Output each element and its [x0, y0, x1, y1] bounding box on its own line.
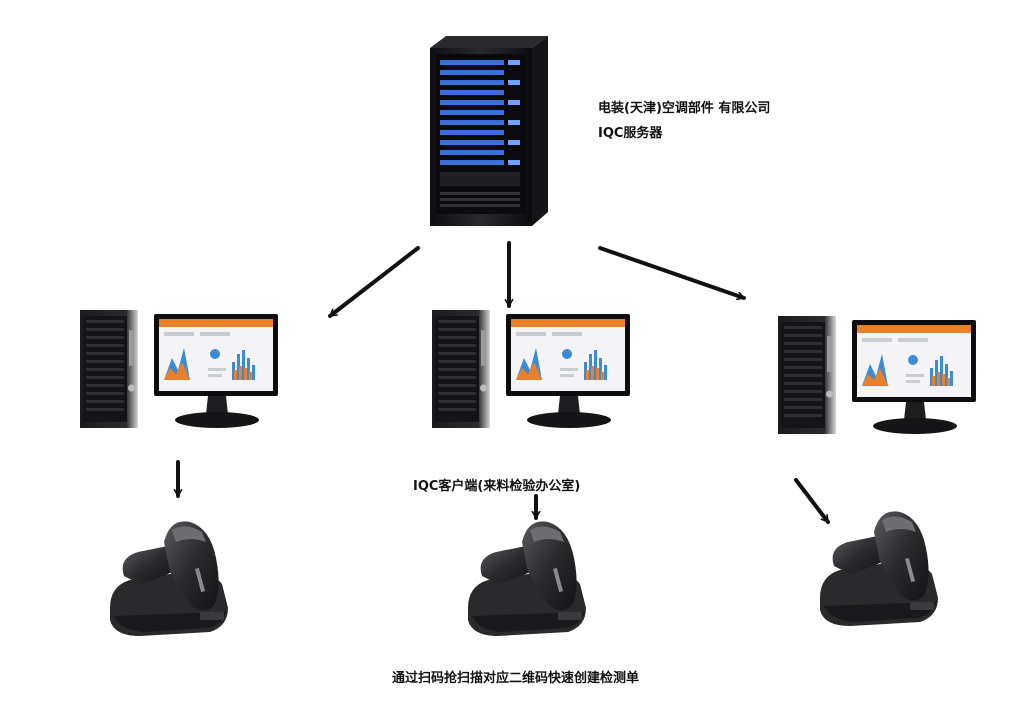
- barcode-scanner-icon: [468, 521, 586, 636]
- arrow-scanner-to-client-right: [794, 478, 830, 524]
- desktop-computer-icon: [432, 310, 630, 428]
- diagram-caption: 通过扫码抢扫描对应二维码快速创建检测单: [392, 671, 640, 686]
- client-label: IQC客户端(来料检验办公室): [413, 479, 581, 494]
- desktop-computer-icon: [778, 316, 976, 434]
- arrow-server-to-client-left: [328, 246, 420, 318]
- server-company-label: 电装(天津)空调部件 有限公司: [598, 101, 771, 116]
- server-rack-icon: [430, 36, 548, 226]
- barcode-scanner-icon: [110, 521, 228, 636]
- barcode-scanner-icon: [820, 511, 938, 626]
- server-role-label: IQC服务器: [598, 126, 663, 141]
- arrow-server-to-client-right: [598, 246, 746, 301]
- desktop-computer-icon: [80, 310, 278, 428]
